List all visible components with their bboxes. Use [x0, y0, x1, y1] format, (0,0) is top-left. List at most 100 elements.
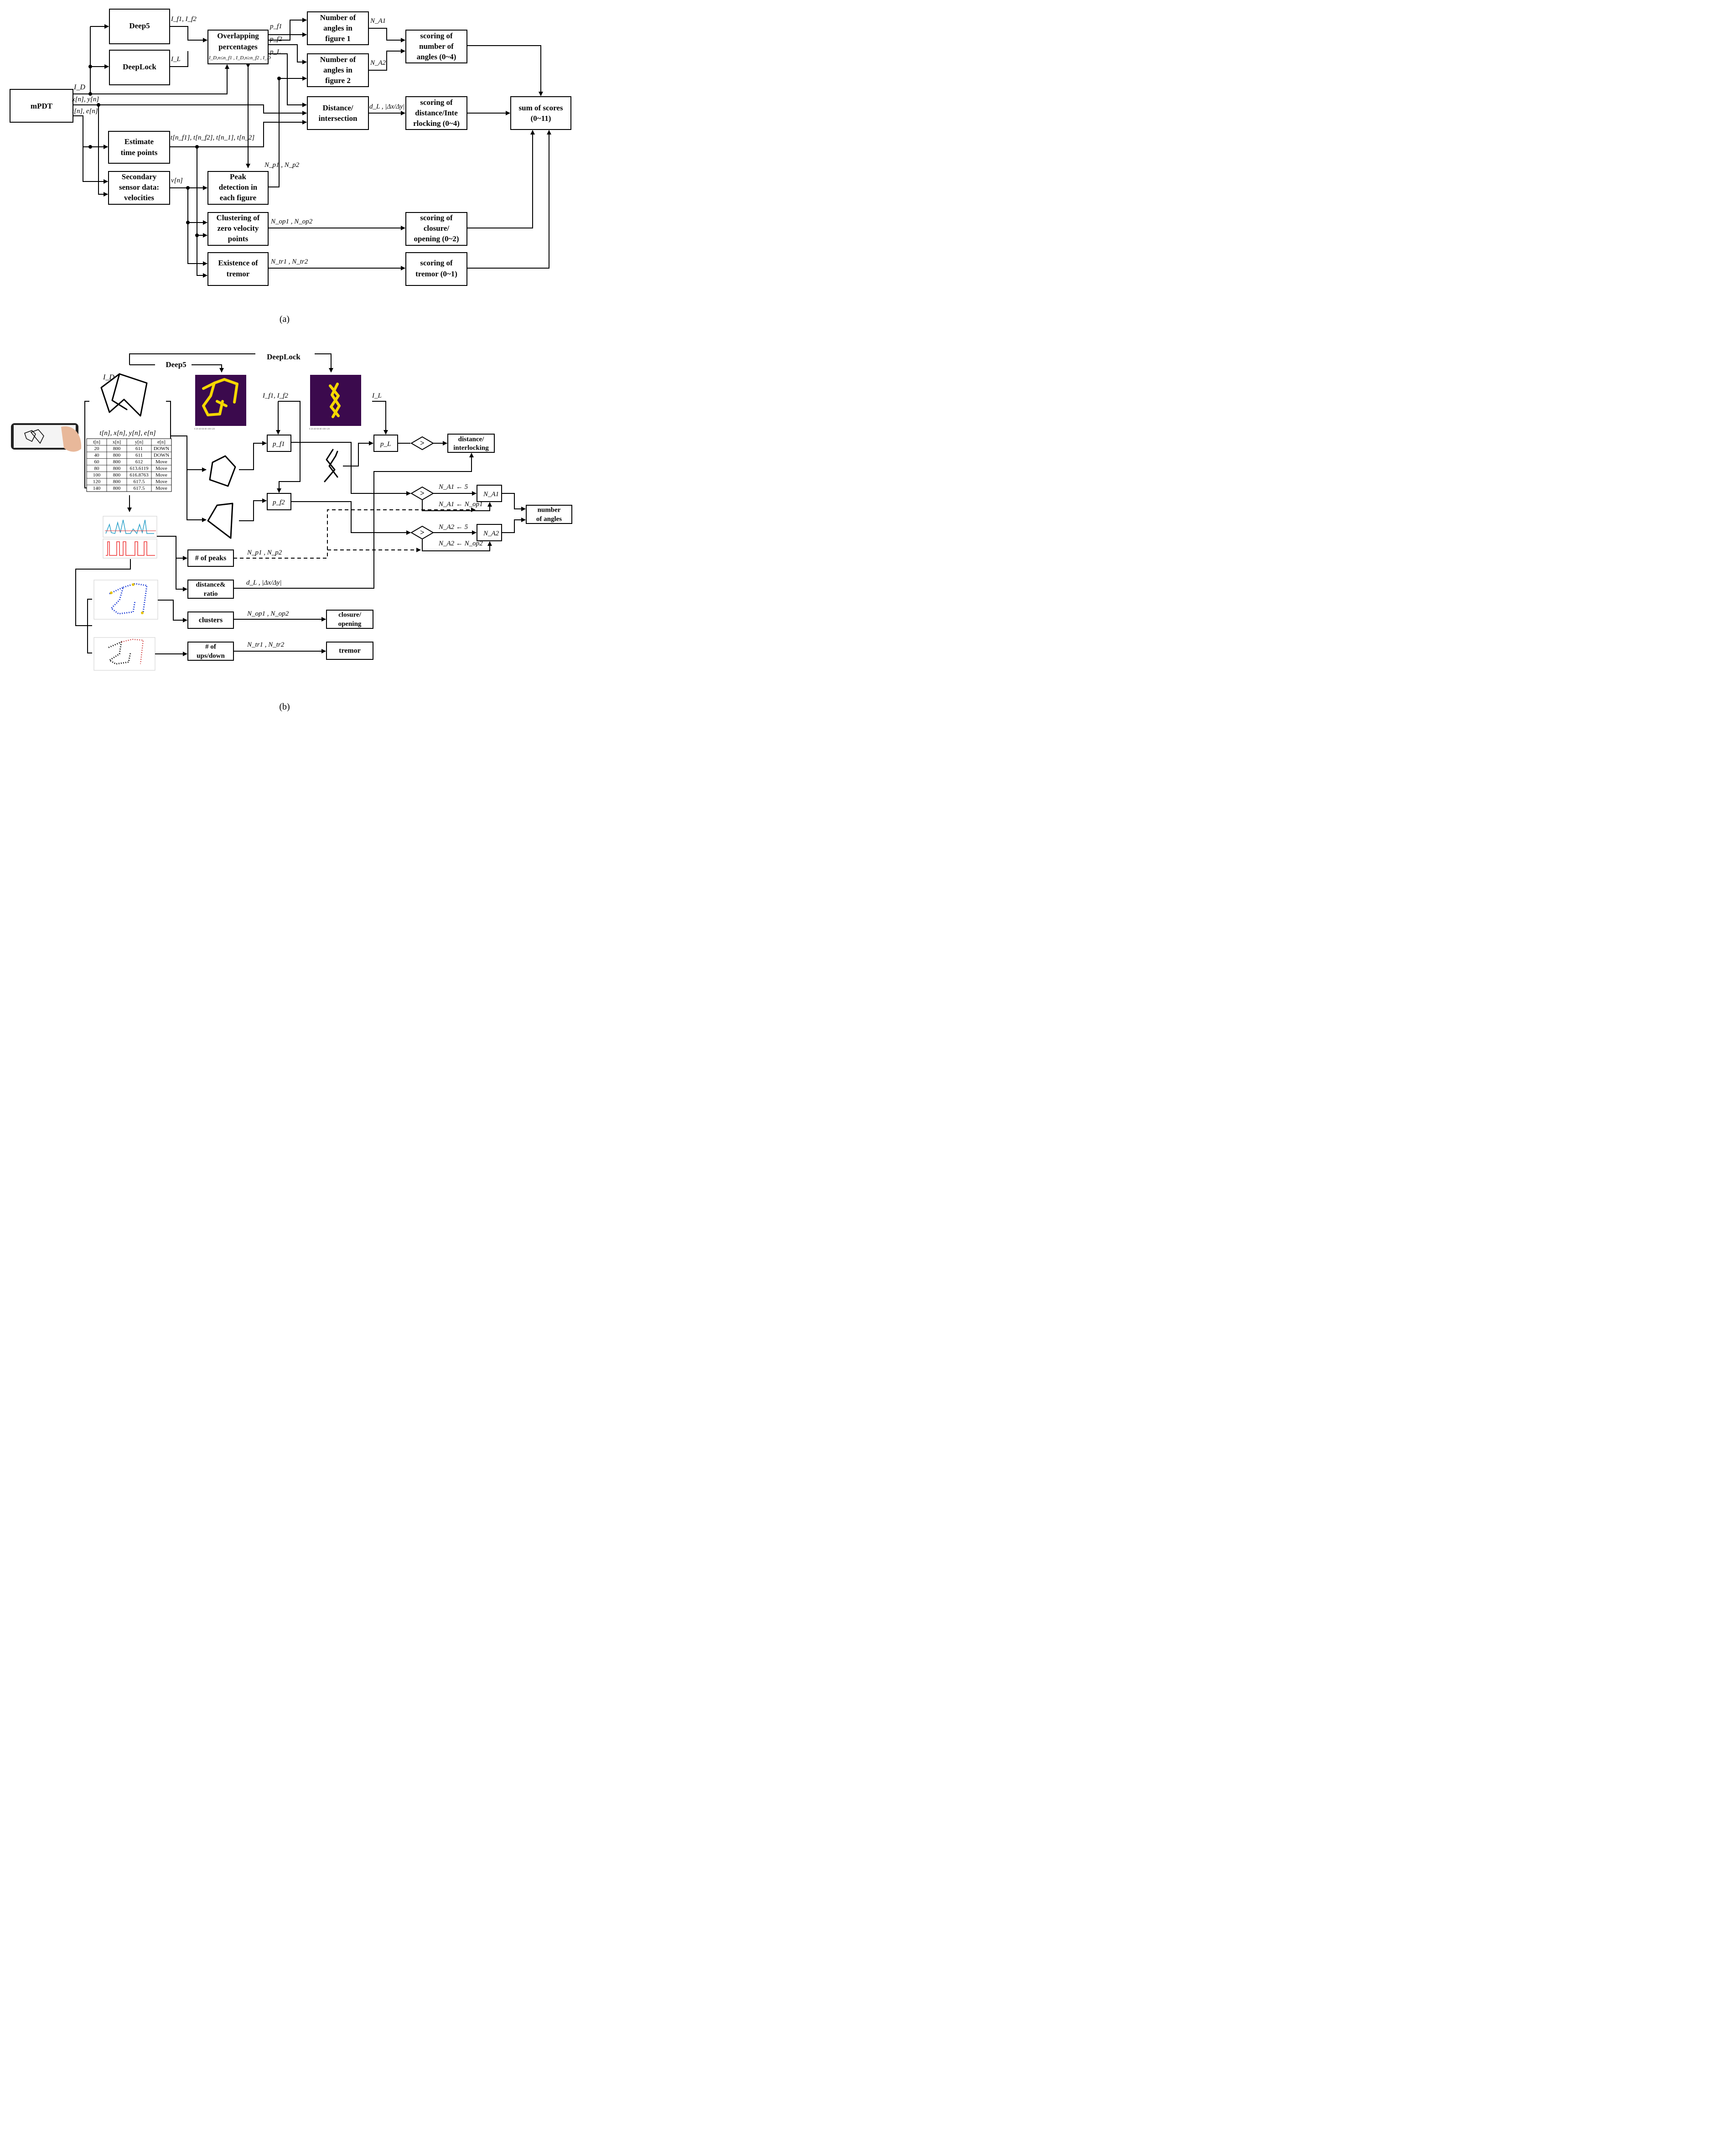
pf2-box: [267, 493, 291, 510]
score-tremor-line2: tremor (0~1): [415, 269, 457, 278]
label-deeplock-b: DeepLock: [267, 352, 301, 361]
peaks-box-label: # of peaks: [195, 554, 226, 562]
box-overlapping-line1: Overlapping: [217, 31, 259, 40]
table-row-cell: 120: [93, 479, 101, 485]
pl-box-label: p_L: [380, 440, 391, 448]
table-row-cell: 800: [113, 459, 121, 465]
table-row-cell: 617.5: [134, 479, 145, 485]
extracted-figure1: [209, 455, 236, 487]
estimate-line2: time points: [121, 148, 158, 157]
table-header-cell: x[n]: [113, 440, 121, 445]
na2-box-label: N_A2: [483, 530, 499, 537]
estimate-line1: Estimate: [124, 137, 154, 146]
peaks-box: [187, 549, 234, 567]
peak-line3: each figure: [220, 193, 257, 202]
box-mpdt: mPDT: [10, 89, 73, 123]
table-row-cell: 616.8763: [130, 472, 149, 478]
overlap-sub-label: I_D,n≤n_f1 , I_D,n≥n_f2 , I_D: [208, 55, 271, 61]
caption-b: (b): [279, 702, 290, 712]
cluster-line2: zero velocity: [218, 224, 259, 233]
na1-box-label: N_A1: [483, 491, 499, 498]
clusters-box: [187, 611, 234, 629]
label-te: t[n], e[n]: [72, 108, 98, 115]
box-deeplock: DeepLock: [109, 50, 170, 85]
box-scoring-tremor: scoring of tremor (0~1): [405, 252, 467, 286]
closure-opening-line2: opening: [338, 620, 362, 627]
pf1-box: [267, 435, 291, 452]
angles1-line2: angles in: [323, 24, 352, 32]
label-il-b: I_L: [372, 392, 382, 399]
table-header-cell: t[n]: [93, 440, 100, 445]
label-id: I_D: [73, 83, 85, 91]
label-na2-setop: N_A2 ← N_op2: [438, 540, 483, 547]
label-if-b: I_f1, I_f2: [262, 392, 288, 399]
table-row-cell: 800: [113, 446, 121, 451]
table-to-figure2: [187, 470, 207, 522]
box-angles-figure2: Number of angles in figure 2: [307, 53, 369, 87]
table-row-cell: 800: [113, 466, 121, 472]
panel-b: DeepLock Deep5 I_D 0 20 40 60 80 100 120…: [11, 352, 572, 712]
caption-a: (a): [280, 314, 290, 324]
label-if: I_f1, I_f2: [171, 16, 197, 23]
table-row-cell: DOWN: [154, 453, 169, 458]
score-distance-line2: distance/Inte: [415, 109, 458, 117]
number-of-angles-line2: of angles: [536, 515, 562, 523]
label-times: t[n_f1], t[n_f2], t[n_1], t[n_2]: [171, 134, 254, 141]
label-na2: N_A2: [370, 59, 386, 67]
angles2-line2: angles in: [323, 66, 352, 74]
pf1-box-label: p_f1: [272, 440, 285, 448]
table-row-cell: DOWN: [154, 446, 169, 451]
cluster-line3: points: [228, 234, 249, 243]
extracted-figure2: [207, 503, 233, 539]
table-row-cell: 612: [135, 459, 143, 465]
distance-line2: intersection: [319, 114, 358, 123]
tremor-line1: Existence of: [218, 259, 258, 267]
label-dl-b: d_L , |Δx/Δy|: [246, 579, 282, 586]
table-row-cell: 617.5: [134, 486, 145, 491]
table-row-cell: Move: [155, 479, 167, 485]
label-np-b: N_p1 , N_p2: [247, 549, 282, 556]
label-nop-b: N_op1 , N_op2: [247, 610, 289, 617]
score-distance-line1: scoring of: [420, 98, 453, 107]
pf2-box-label: p_f2: [272, 499, 285, 506]
closure-opening-box: [326, 610, 373, 629]
box-deep5: Deep5: [109, 9, 170, 44]
table-row-cell: 60: [94, 459, 100, 465]
deep5-axis-ticks: 0 20 40 60 80 100 120: [194, 428, 215, 430]
box-deep5-label: Deep5: [129, 21, 150, 30]
label-vn: v[n]: [171, 177, 183, 184]
score-closure-line3: opening (0~2): [414, 234, 459, 243]
figure-canvas: mPDT Deep5 DeepLock Overlapping percenta…: [0, 0, 584, 718]
tremor-line2: tremor: [227, 269, 250, 278]
table-header-cell: e[n]: [157, 440, 166, 445]
sum-line1: sum of scores: [519, 104, 563, 112]
table-to-figure1: [171, 435, 207, 472]
cluster-plot: [93, 580, 158, 620]
comparator-na2-gt: >: [420, 528, 425, 537]
tremor-plot: [93, 637, 155, 671]
table-row-cell: Move: [155, 472, 167, 478]
table-row-cell: 611: [135, 453, 143, 458]
table-row-cell: 613.6119: [130, 466, 149, 472]
table-row-cell: 800: [113, 453, 121, 458]
cluster-line1: Clustering of: [217, 213, 260, 222]
label-pf1: p_f1: [269, 23, 282, 30]
label-il: I_L: [171, 56, 181, 63]
ups-down-box: [187, 642, 234, 661]
table-row-cell: 20: [94, 446, 100, 451]
score-closure-line2: closure/: [424, 224, 450, 233]
box-scoring-distance: scoring of distance/Inte rlocking (0~4): [405, 96, 467, 130]
angles1-line1: Number of: [320, 13, 356, 22]
box-overlapping-line2: percentages: [218, 42, 258, 51]
box-secondary-sensor: Secondary sensor data: velocities: [108, 171, 170, 205]
label-na1-setop: N_A1 ← N_op1: [438, 501, 483, 508]
table-row-cell: 800: [113, 472, 121, 478]
label-pf2: p_f2: [269, 36, 282, 43]
table-row-cell: 800: [113, 479, 121, 485]
score-tremor-line1: scoring of: [420, 259, 453, 267]
distance-interlocking-line2: interlocking: [453, 444, 489, 451]
distance-interlocking-line1: distance/: [458, 435, 485, 443]
angles2-line3: figure 2: [325, 76, 351, 85]
score-closure-line1: scoring of: [420, 213, 453, 222]
box-mpdt-label: mPDT: [31, 102, 53, 110]
